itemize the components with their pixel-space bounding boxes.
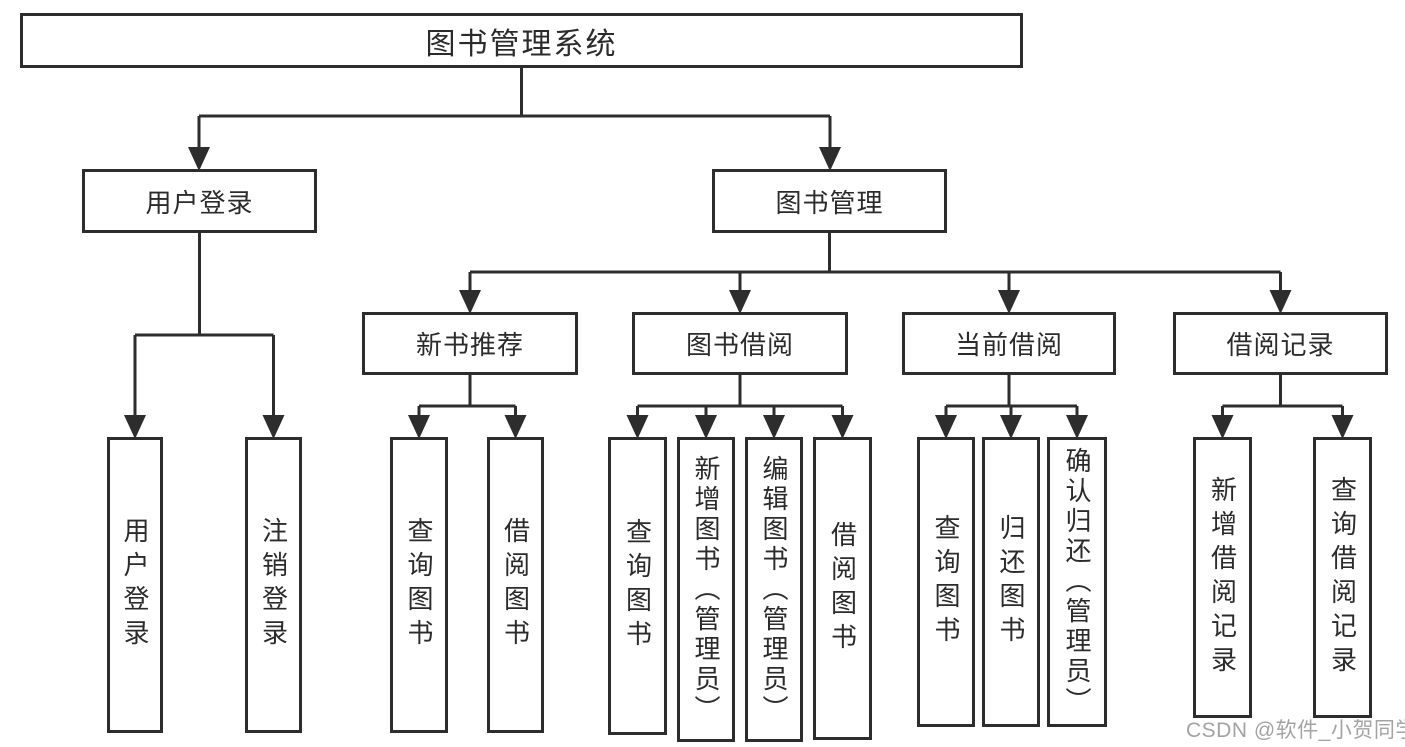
leaf-logout: 注销登录 <box>245 437 302 733</box>
arrowhead <box>998 290 1020 314</box>
connector-paths <box>133 68 1344 436</box>
leaf-query-borrow-record: 查询借阅记录 <box>1313 437 1372 718</box>
arrowhead <box>763 415 785 439</box>
leaf-borrow-books-recommend: 借阅图书 <box>487 437 544 733</box>
arrowhead <box>459 290 481 314</box>
arrowhead <box>262 415 285 439</box>
node-book-management: 图书管理 <box>712 169 947 233</box>
arrowhead <box>504 415 527 439</box>
edge-root-to-level1 <box>197 68 832 168</box>
arrowhead <box>408 415 430 439</box>
leaf-query-books-recommend: 查询图书 <box>390 437 448 733</box>
csdn-watermark: CSDN @软件_小贺同学 <box>1186 719 1405 742</box>
arrowhead <box>626 415 649 439</box>
edge-user-login-children <box>133 233 275 436</box>
arrowhead <box>1066 415 1088 439</box>
arrowhead <box>188 147 210 171</box>
leaf-user-login: 用户登录 <box>107 437 163 733</box>
arrowhead <box>831 415 854 439</box>
arrowhead <box>935 415 957 439</box>
edge-book-mgmt-to-level2 <box>468 233 1282 311</box>
leaf-query-books-current: 查询图书 <box>917 437 975 727</box>
arrowhead <box>695 415 717 439</box>
arrowhead <box>1269 290 1292 314</box>
node-user-login: 用户登录 <box>82 169 317 233</box>
node-root-system: 图书管理系统 <box>20 13 1023 68</box>
leaf-edit-book-admin: 编辑图书（管理员） <box>745 437 803 742</box>
arrowhead <box>124 415 146 439</box>
arrowheads <box>124 147 1354 439</box>
leaf-confirm-return-admin: 确认归还（管理员） <box>1047 437 1107 727</box>
leaf-add-borrow-record: 新增借阅记录 <box>1193 437 1252 718</box>
leaf-add-book-admin: 新增图书（管理员） <box>677 437 735 742</box>
leaf-return-books: 归还图书 <box>982 437 1040 727</box>
node-borrow-records: 借阅记录 <box>1173 312 1388 375</box>
node-current-borrow: 当前借阅 <box>902 312 1116 375</box>
edge-borrow-record-children <box>1221 375 1344 436</box>
arrowhead <box>819 147 841 171</box>
arrowhead <box>1000 415 1022 439</box>
node-new-book-recommend: 新书推荐 <box>362 312 578 375</box>
leaf-query-books-borrow: 查询图书 <box>608 437 667 735</box>
edge-book-borrow-children <box>636 375 844 436</box>
arrowhead <box>1211 415 1234 439</box>
leaf-borrow-books-borrow: 借阅图书 <box>813 437 872 740</box>
arrowhead <box>1331 415 1354 439</box>
node-book-borrow: 图书借阅 <box>632 312 848 375</box>
arrowhead <box>729 290 751 314</box>
edge-new-book-children <box>417 375 517 436</box>
